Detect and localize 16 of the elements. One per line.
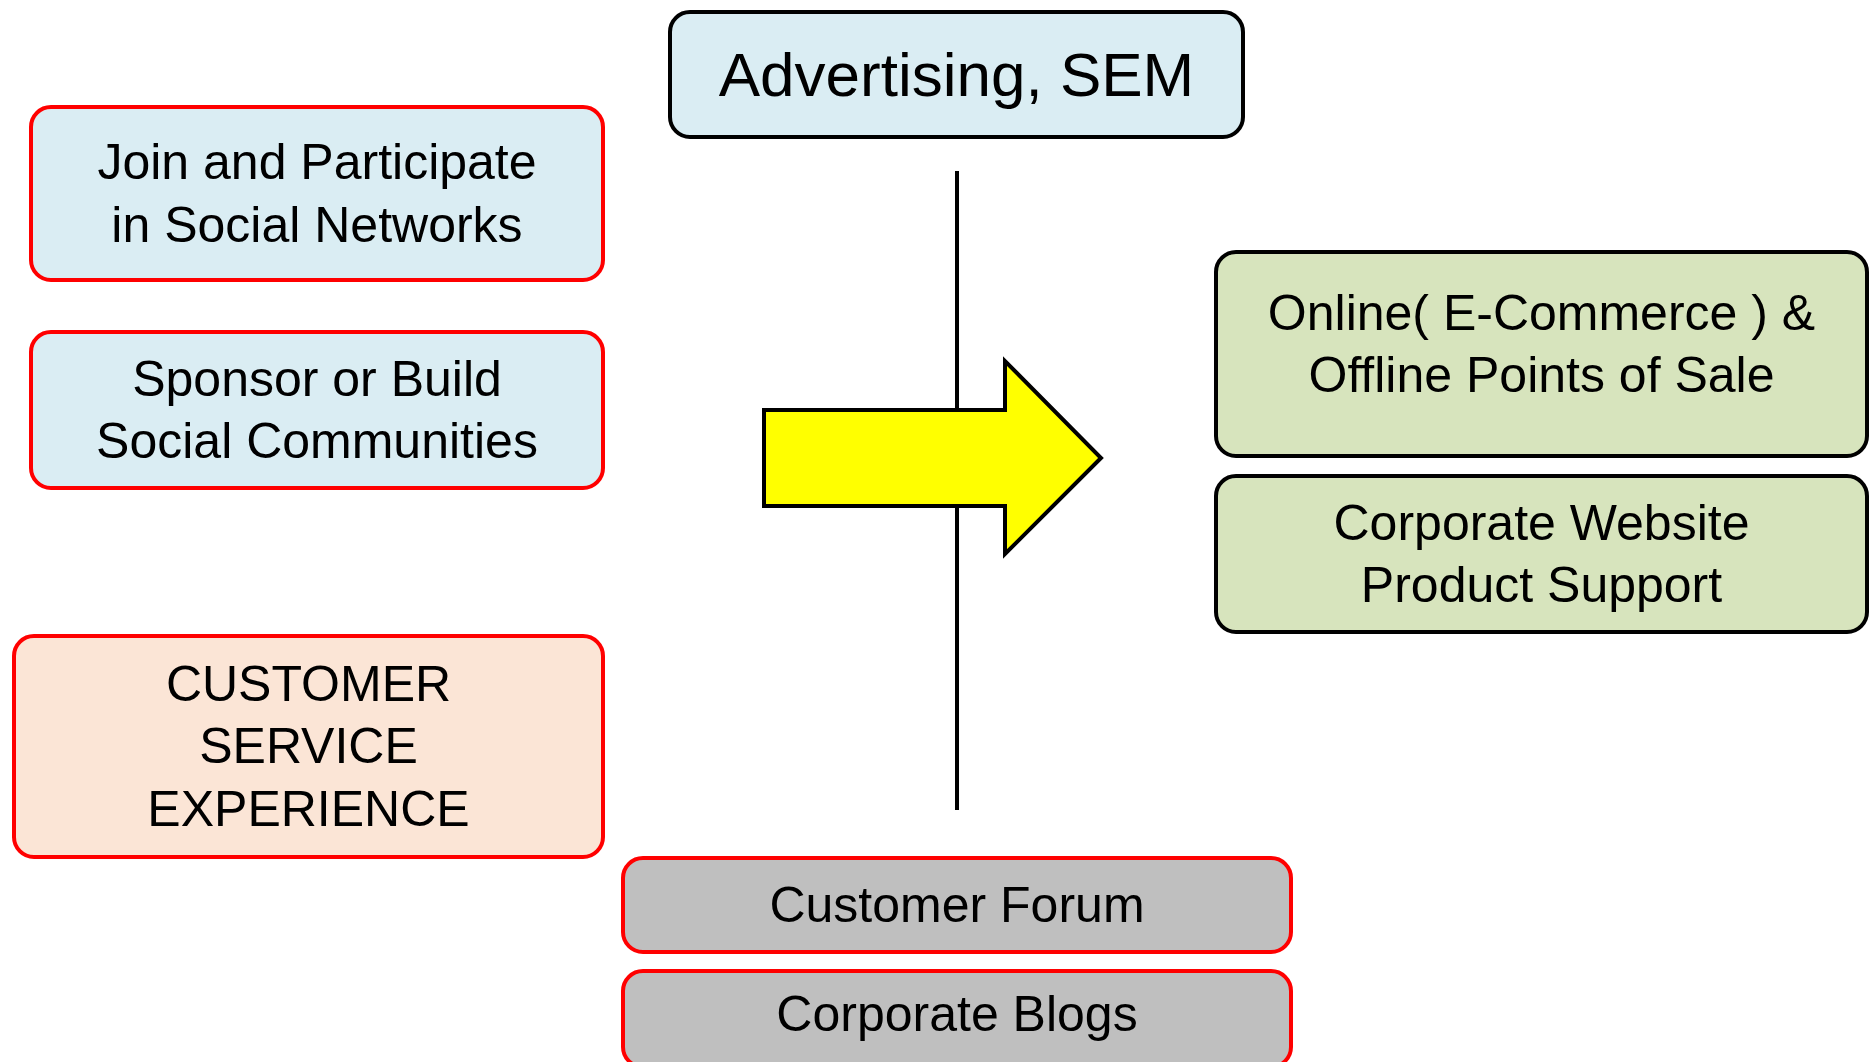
process-box bbox=[1214, 474, 1869, 634]
box-label: Customer Forum bbox=[769, 875, 1145, 935]
process-box bbox=[29, 330, 605, 490]
process-box bbox=[12, 634, 605, 859]
process-box bbox=[621, 969, 1293, 1062]
box-label: Sponsor or Build Social Communities bbox=[95, 349, 539, 471]
box-label: CUSTOMER SERVICE EXPERIENCE bbox=[146, 654, 471, 839]
process-box bbox=[668, 10, 1245, 139]
process-box bbox=[621, 856, 1293, 954]
box-label: Corporate Blogs bbox=[776, 984, 1138, 1044]
process-box bbox=[29, 105, 605, 282]
box-label: Online( E-Commerce ) & Offline Points of Sale bbox=[1266, 283, 1817, 405]
box-label: Join and Participate in Social Networks bbox=[96, 133, 538, 255]
process-box bbox=[1214, 250, 1869, 458]
box-label: Advertising, SEM bbox=[718, 38, 1195, 111]
box-label: Corporate Website Product Support bbox=[1332, 493, 1751, 615]
